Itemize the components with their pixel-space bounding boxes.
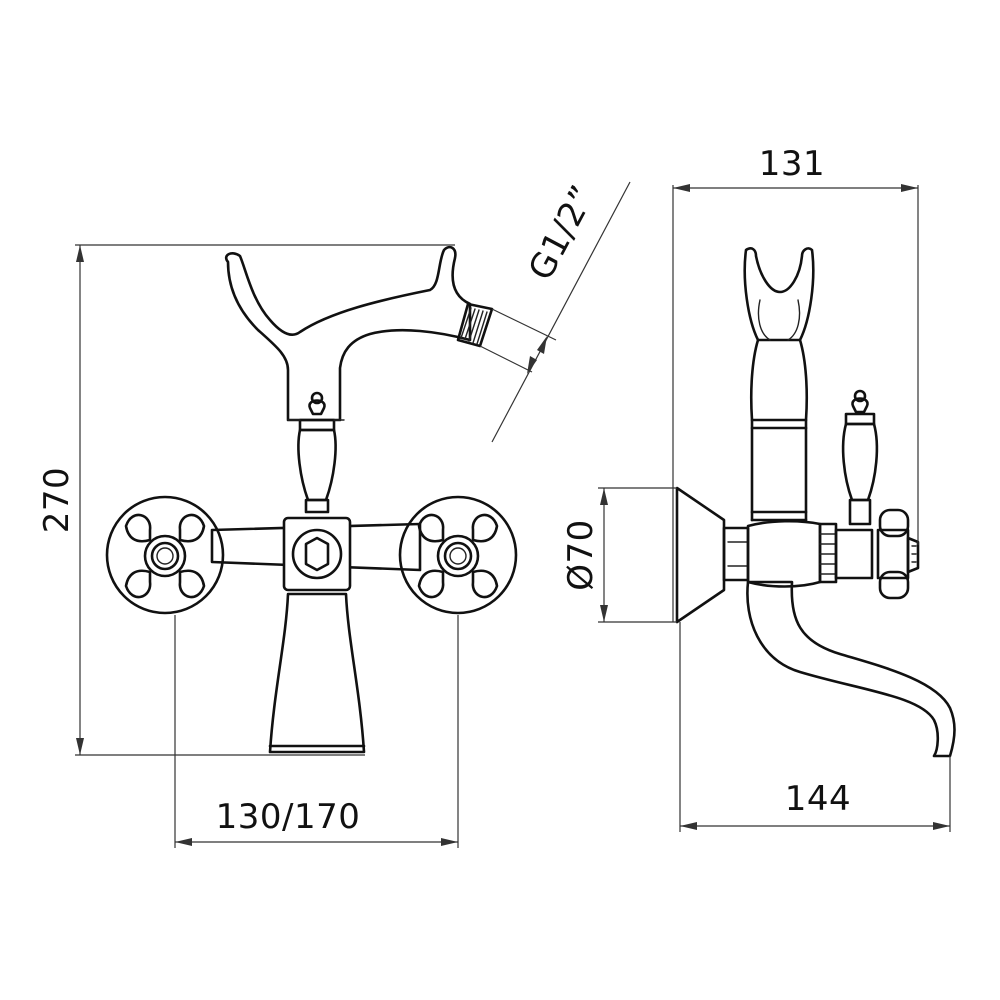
dim-flange-diameter-label: Ø70 [561, 519, 601, 591]
diverter-knob [287, 391, 345, 514]
side-handle [876, 508, 920, 600]
threaded-outlet [456, 302, 494, 348]
side-hook [743, 247, 815, 342]
front-spout [268, 592, 366, 754]
side-diverter-knob [841, 389, 879, 526]
dim-thread: G1/2” [479, 179, 631, 443]
side-spout [746, 580, 956, 758]
side-view: 131 Ø70 144 [561, 144, 956, 832]
side-body [746, 519, 822, 588]
dim-centers: 130/170 [174, 615, 459, 848]
dim-thread-label: G1/2” [521, 179, 604, 287]
left-cross-handle [105, 495, 225, 615]
side-threaded-ring [818, 522, 874, 584]
dim-flange-diameter: Ø70 [561, 487, 677, 623]
dim-height: 270 [37, 244, 455, 756]
side-riser [749, 338, 809, 522]
shower-hook [224, 245, 472, 422]
front-view: 270 130/170 G1/2” [37, 179, 631, 848]
dim-centers-label: 130/170 [216, 797, 361, 837]
right-cross-handle [398, 495, 518, 615]
dim-depth-bottom-label: 144 [785, 779, 851, 819]
dim-depth-top: 131 [672, 144, 919, 622]
dim-height-label: 270 [37, 467, 77, 533]
dim-depth-top-label: 131 [759, 144, 825, 184]
dim-depth-bottom: 144 [679, 622, 951, 832]
wall-flange [675, 486, 726, 624]
central-hex-nut [282, 516, 352, 592]
